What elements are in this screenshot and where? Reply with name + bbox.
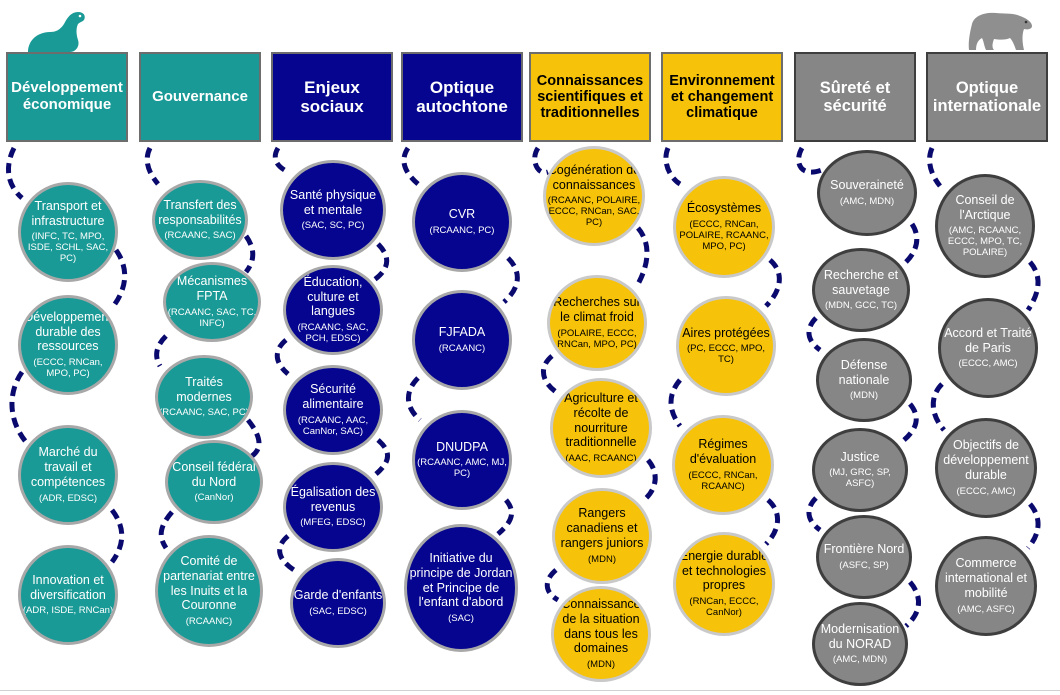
header-optique-autochtone: Optique autochtone xyxy=(401,52,523,142)
dashed-connector xyxy=(930,382,946,432)
node-principe-jordan: Initiative du principe de Jordan et Prin… xyxy=(404,524,518,652)
dashed-connector xyxy=(902,402,919,442)
header-connaissances: Connaissances scientifiques et tradition… xyxy=(529,52,651,142)
dashed-connector xyxy=(502,256,520,304)
dashed-connector xyxy=(532,146,549,176)
dashed-connector xyxy=(904,580,921,628)
node-traites-modernes: Traités modernes (RCAANC, SAC, PC) xyxy=(155,355,253,439)
node-garde-enfants: Garde d'enfants (SAC, EDSC) xyxy=(290,558,386,648)
dashed-connector xyxy=(541,354,558,394)
node-accord-traite-paris: Accord et Traité de Paris (ECCC, AMC) xyxy=(938,298,1038,398)
node-aires-protegees: Aires protégées (PC, ECCC, MPO, TC) xyxy=(676,296,776,396)
dashed-connector xyxy=(158,510,174,550)
node-securite-alimentaire: Sécurité alimentaire (RCAANC, AAC, CanNo… xyxy=(283,365,383,455)
bird-mascot-icon xyxy=(28,12,85,52)
node-egalisation-revenus: Égalisation des revenus (MFEG, EDSC) xyxy=(283,462,383,552)
node-fjfada: FJFADA (RCAANC) xyxy=(412,290,512,390)
node-agriculture-recolte: Agriculture et récolte de nourriture tra… xyxy=(550,378,652,478)
dashed-connector xyxy=(635,226,650,286)
dashed-connector xyxy=(246,418,262,458)
dashed-connector xyxy=(109,248,128,310)
node-connaissance-situation: Connaissance de la situation dans tous l… xyxy=(551,586,651,682)
dashed-connector xyxy=(406,376,422,422)
node-energie-durable: Énergie durable et technologies propres … xyxy=(673,532,775,636)
node-ecosystemes: Écosystèmes (ECCC, RNCan, POLAIRE, RCAAN… xyxy=(673,176,775,278)
dashed-connector xyxy=(144,146,160,186)
node-regimes-evaluation: Régimes d'évaluation (ECCC, RNCan, RCAAN… xyxy=(672,415,774,515)
dashed-connector xyxy=(243,234,256,274)
node-recherches-climat-froid: Recherches sur le climat froid (POLAIRE,… xyxy=(547,275,647,371)
node-dnudpa: DNUDPA (RCAANC, AMC, MJ, PC) xyxy=(412,410,512,510)
node-rangers: Rangers canadiens et rangers juniors (MD… xyxy=(552,488,652,584)
dashed-connector xyxy=(927,147,942,188)
node-sante-physique-mentale: Santé physique et mentale (SAC, SC, PC) xyxy=(280,160,386,260)
node-education-culture-langues: Éducation, culture et langues (RCAANC, S… xyxy=(283,265,383,355)
header-surete-securite: Sûreté et sécurité xyxy=(794,52,916,142)
node-transport-infrastructure: Transport et infrastructure (INFC, TC, M… xyxy=(18,182,118,282)
node-defense-nationale: Défense nationale (MDN) xyxy=(816,338,912,422)
header-developpement-economique: Développement économique xyxy=(6,52,128,142)
dashed-connector xyxy=(904,222,920,264)
dashed-connector xyxy=(496,498,515,536)
node-commerce-international: Commerce international et mobilité (AMC,… xyxy=(935,536,1037,636)
dashed-connector xyxy=(764,258,782,308)
node-developpement-durable: Développement durable des ressources (EC… xyxy=(18,295,118,395)
node-conseil-arctique: Conseil de l'Arctique (AMC, RCAANC, ECCC… xyxy=(935,174,1035,278)
dashed-connector xyxy=(1025,260,1041,312)
dashed-connector xyxy=(5,146,24,200)
node-conseil-federal-nord: Conseil fédéral du Nord (CanNor) xyxy=(165,440,263,524)
dashed-connector xyxy=(277,534,296,573)
dashed-connector xyxy=(154,334,168,368)
node-transfert-responsabilites: Transfert des responsabilités (RCAANC, S… xyxy=(152,180,248,260)
header-enjeux-sociaux: Enjeux sociaux xyxy=(271,52,393,142)
node-marche-du-travail: Marché du travail et compétences (ADR, E… xyxy=(18,425,118,525)
dashed-connector xyxy=(372,242,390,283)
node-souverainete: Souveraineté (AMC, MDN) xyxy=(817,150,917,236)
dashed-connector xyxy=(642,458,658,502)
dashed-connector xyxy=(544,568,560,603)
dashed-connector xyxy=(274,338,290,376)
node-comite-partenariat: Comité de partenariat entre les Inuits e… xyxy=(155,535,263,647)
node-mecanismes-fpta: Mécanismes FPTA (RCAANC, SAC, TC, INFC) xyxy=(163,262,261,342)
header-gouvernance: Gouvernance xyxy=(139,52,261,142)
header-optique-internationale: Optique internationale xyxy=(926,52,1048,142)
dashed-connector xyxy=(796,146,823,175)
dashed-connector xyxy=(374,438,390,476)
header-environnement: Environnement et changement climatique xyxy=(661,52,783,142)
node-recherche-sauvetage: Recherche et sauvetage (MDN, GCC, TC) xyxy=(812,248,910,332)
dashed-connector xyxy=(401,146,420,186)
node-innovation-diversification: Innovation et diversification (ADR, ISDE… xyxy=(18,545,118,645)
dashed-connector xyxy=(668,378,683,428)
dashed-connector xyxy=(1026,502,1041,550)
dashed-connector xyxy=(9,370,28,444)
dashed-connector xyxy=(806,316,822,353)
dashed-connector xyxy=(806,496,822,533)
bottom-divider xyxy=(0,690,1060,691)
node-objectifs-developpement: Objectifs de développement durable (ECCC… xyxy=(935,418,1037,518)
dashed-connector xyxy=(109,508,125,564)
node-frontiere-nord: Frontière Nord (ASFC, SP) xyxy=(816,515,912,599)
dashed-connector xyxy=(272,146,290,175)
node-justice: Justice (MJ, GRC, SP, ASFC) xyxy=(812,428,908,512)
node-cogeneration: Cogénération de connaissances (RCAANC, P… xyxy=(543,146,645,246)
polar-bear-icon xyxy=(968,12,1032,51)
node-modernisation-norad: Modernisation du NORAD (AMC, MDN) xyxy=(812,602,908,686)
node-cvr: CVR (RCAANC, PC) xyxy=(412,172,512,272)
dashed-connector xyxy=(663,147,682,187)
dashed-connector xyxy=(764,498,780,546)
